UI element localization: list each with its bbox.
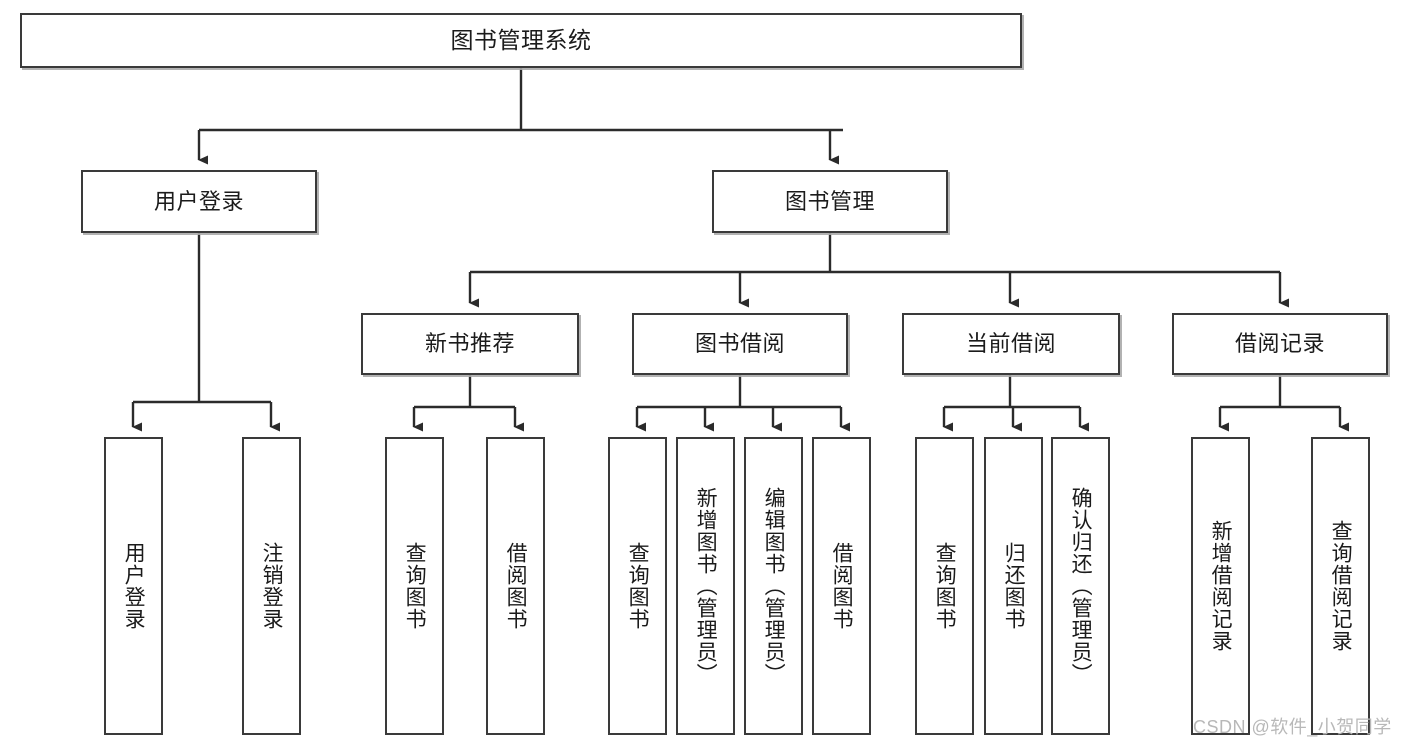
leaf-user-login-login[interactable]: 用户登录 <box>104 437 163 735</box>
node-current-borrow[interactable]: 当前借阅 <box>902 313 1120 375</box>
node-label: 图书借阅 <box>694 331 785 357</box>
leaf-records-add-record[interactable]: 新增借阅记录 <box>1191 437 1250 735</box>
leaf-records-query-record[interactable]: 查询借阅记录 <box>1311 437 1370 735</box>
node-label: 借阅记录 <box>1234 331 1325 357</box>
leaf-current-return-book[interactable]: 归还图书 <box>984 437 1043 735</box>
node-new-book-recommend[interactable]: 新书推荐 <box>361 313 579 375</box>
leaf-borrow-edit-book-admin[interactable]: 编辑图书（管理员） <box>744 437 803 735</box>
leaf-borrow-borrow-book[interactable]: 借阅图书 <box>812 437 871 735</box>
node-label: 借阅图书 <box>830 542 854 630</box>
node-borrow-records[interactable]: 借阅记录 <box>1172 313 1388 375</box>
node-label: 借阅图书 <box>504 542 528 630</box>
leaf-new-book-borrow-book[interactable]: 借阅图书 <box>486 437 545 735</box>
leaf-new-book-query-book[interactable]: 查询图书 <box>385 437 444 735</box>
leaf-borrow-query-book[interactable]: 查询图书 <box>608 437 667 735</box>
node-label: 注销登录 <box>260 542 284 630</box>
node-label: 确认归还（管理员） <box>1069 487 1093 685</box>
leaf-borrow-add-book-admin[interactable]: 新增图书（管理员） <box>676 437 735 735</box>
node-label: 新增借阅记录 <box>1209 520 1233 652</box>
node-user-login[interactable]: 用户登录 <box>81 170 317 233</box>
node-label: 归还图书 <box>1002 542 1026 630</box>
node-label: 用户登录 <box>153 188 244 214</box>
node-root-book-management-system[interactable]: 图书管理系统 <box>20 13 1022 68</box>
node-label: 查询图书 <box>933 542 957 630</box>
node-label: 编辑图书（管理员） <box>762 487 786 685</box>
leaf-user-login-logout[interactable]: 注销登录 <box>242 437 301 735</box>
node-label: 新增图书（管理员） <box>694 487 718 685</box>
node-book-management[interactable]: 图书管理 <box>712 170 948 233</box>
node-book-borrow[interactable]: 图书借阅 <box>632 313 848 375</box>
node-label: 查询借阅记录 <box>1329 520 1353 652</box>
leaf-current-confirm-return-admin[interactable]: 确认归还（管理员） <box>1051 437 1110 735</box>
node-label: 图书管理 <box>784 188 875 214</box>
node-label: 查询图书 <box>626 542 650 630</box>
node-label: 查询图书 <box>403 542 427 630</box>
node-label: 用户登录 <box>122 542 146 630</box>
leaf-current-query-book[interactable]: 查询图书 <box>915 437 974 735</box>
node-label: 当前借阅 <box>965 331 1056 357</box>
node-label: 新书推荐 <box>424 331 515 357</box>
node-label: 图书管理系统 <box>450 26 592 53</box>
